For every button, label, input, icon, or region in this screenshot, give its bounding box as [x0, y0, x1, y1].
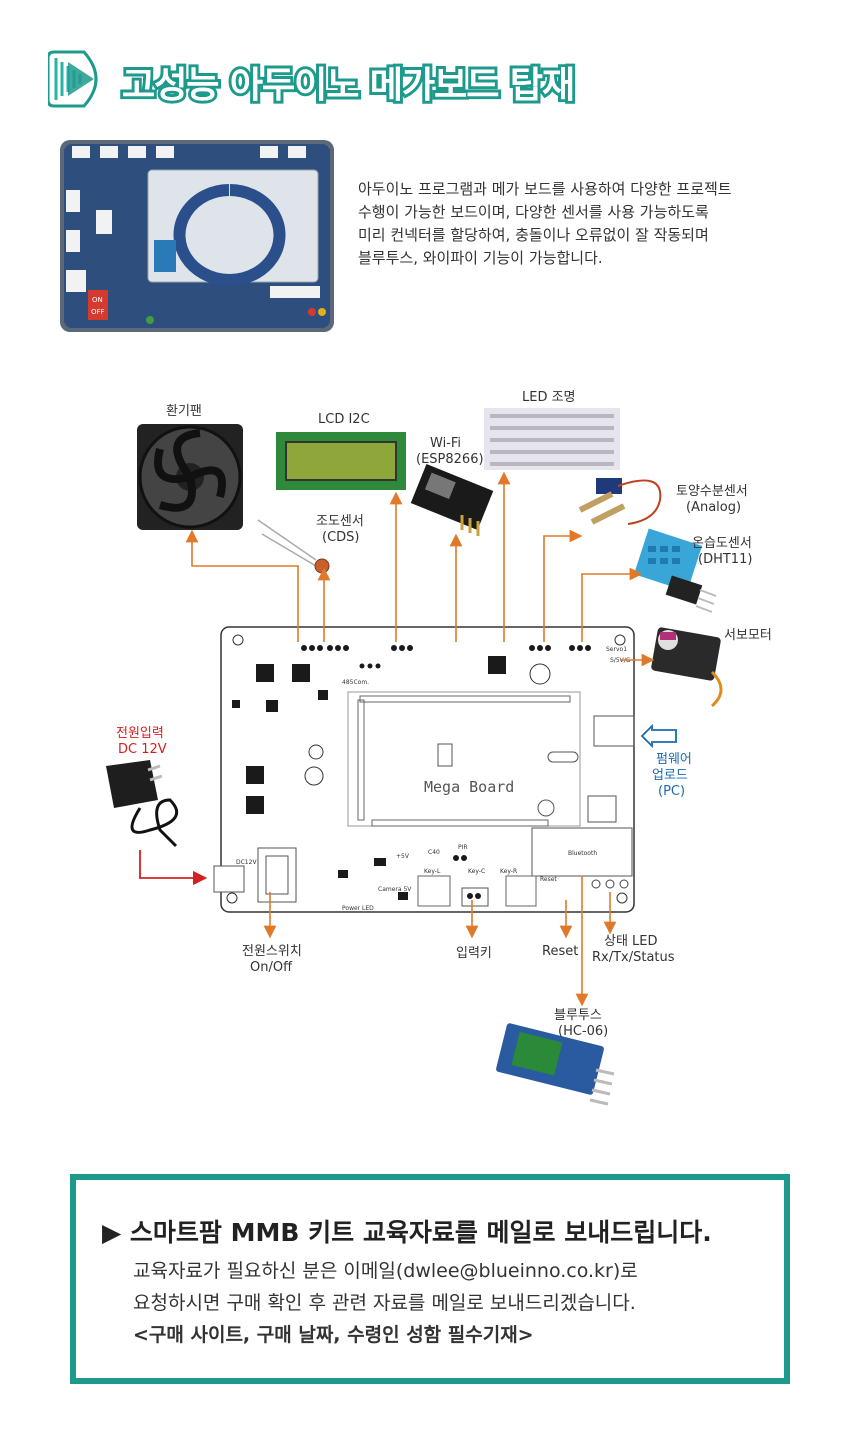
switch-off-text: OFF	[91, 308, 105, 316]
label-dht-model: (DHT11)	[698, 552, 753, 567]
label-led-light: LED 조명	[522, 390, 576, 405]
intro-description: 아두이노 프로그램과 메가 보드를 사용하여 다양한 프로젝트 수행이 가능한 …	[358, 178, 808, 270]
label-pc: (PC)	[658, 784, 686, 799]
label-cds-model: (CDS)	[322, 530, 360, 545]
silk-camera: Camera 5V	[378, 886, 412, 893]
power-adapter-icon	[106, 760, 179, 848]
silk-servo: Servo1	[606, 646, 627, 653]
label-bluetooth-model: (HC-06)	[558, 1024, 609, 1039]
label-lcd: LCD I2C	[318, 412, 370, 427]
wifi-module-icon	[410, 464, 494, 536]
silk-pir: PIR	[458, 844, 468, 851]
silk-key-l: Key-L	[424, 868, 441, 875]
label-servo: 서보모터	[724, 628, 772, 643]
label-status-led: 상태 LED	[604, 934, 658, 949]
label-fan: 환기팬	[166, 404, 202, 419]
label-input-key: 입력키	[456, 946, 492, 961]
board-label: Mega Board	[424, 778, 514, 796]
switch-on-text: ON	[92, 296, 103, 304]
label-power-input: 전원입력	[116, 726, 164, 741]
label-wifi: Wi-Fi	[430, 436, 462, 451]
soil-sensor-icon	[578, 478, 662, 525]
label-power-switch-state: On/Off	[250, 960, 293, 975]
led-light-icon	[484, 408, 620, 470]
board-diagram: Mega Board 485Com. Bluetooth Servo1 S/5V…	[106, 408, 723, 1106]
fan-icon	[137, 424, 243, 530]
intro-line: 아두이노 프로그램과 메가 보드를 사용하여 다양한 프로젝트	[358, 180, 732, 198]
silk-key-r: Key-R	[500, 868, 517, 875]
silk-key-c: Key-C	[468, 868, 485, 875]
silk-bluetooth: Bluetooth	[568, 850, 597, 857]
silk-rs485: 485Com.	[342, 679, 369, 686]
notice-required-fields: <구매 사이트, 구매 날짜, 수령인 성함 필수기재>	[133, 1324, 534, 1346]
label-soil: 토양수분센서	[676, 484, 748, 499]
label-soil-type: (Analog)	[686, 500, 742, 515]
label-firmware: 펌웨어	[656, 752, 692, 767]
lcd-icon	[276, 432, 406, 490]
notice-title: ▶ 스마트팜 MMB 키트 교육자료를 메일로 보내드립니다.	[102, 1218, 712, 1247]
silk-dc12v: DC12V	[236, 859, 257, 866]
silk-power-led: Power LED	[342, 905, 374, 912]
page-title: 고성능 아두이노 메가보드 탑재	[122, 65, 575, 106]
label-wifi-model: (ESP8266)	[416, 452, 484, 467]
silk-reset: Reset	[540, 876, 557, 883]
label-reset: Reset	[542, 944, 579, 959]
label-cds: 조도센서	[316, 514, 364, 529]
label-power-switch: 전원스위치	[242, 944, 302, 959]
page-title-outline: 고성능 아두이노 메가보드 탑재	[119, 62, 578, 109]
intro-line: 수행이 가능한 보드이며, 다양한 센서를 사용 가능하도록	[358, 203, 709, 221]
play-logo-icon	[48, 50, 98, 108]
label-upload: 업로드	[652, 768, 688, 783]
notice-line: 교육자료가 필요하신 분은 이메일(dwlee@blueinno.co.kr)로	[133, 1260, 638, 1282]
intro-line: 블루투스, 와이파이 기능이 가능합니다.	[358, 249, 603, 267]
label-power-spec: DC 12V	[118, 742, 167, 757]
notice-box	[70, 1174, 790, 1384]
dht11-icon	[633, 528, 717, 613]
bluetooth-module-icon	[496, 1023, 615, 1106]
firmware-arrow-icon	[640, 723, 677, 749]
notice-line: 요청하시면 구매 확인 후 관련 자료를 메일로 보내드리겠습니다.	[133, 1292, 636, 1314]
main-board: Mega Board 485Com. Bluetooth Servo1 S/5V…	[213, 626, 635, 913]
board-photo: ON OFF	[60, 140, 334, 332]
silk-c40: C40	[428, 849, 440, 856]
servo-icon	[651, 627, 723, 708]
label-bluetooth: 블루투스	[554, 1008, 602, 1023]
label-status-led-pins: Rx/Tx/Status	[592, 950, 675, 965]
label-dht: 온습도센서	[692, 536, 752, 551]
intro-line: 미리 컨넥터를 할당하여, 충돌이나 오류없이 잘 작동되며	[358, 226, 709, 244]
silk-plus5v: +5V	[396, 853, 410, 860]
